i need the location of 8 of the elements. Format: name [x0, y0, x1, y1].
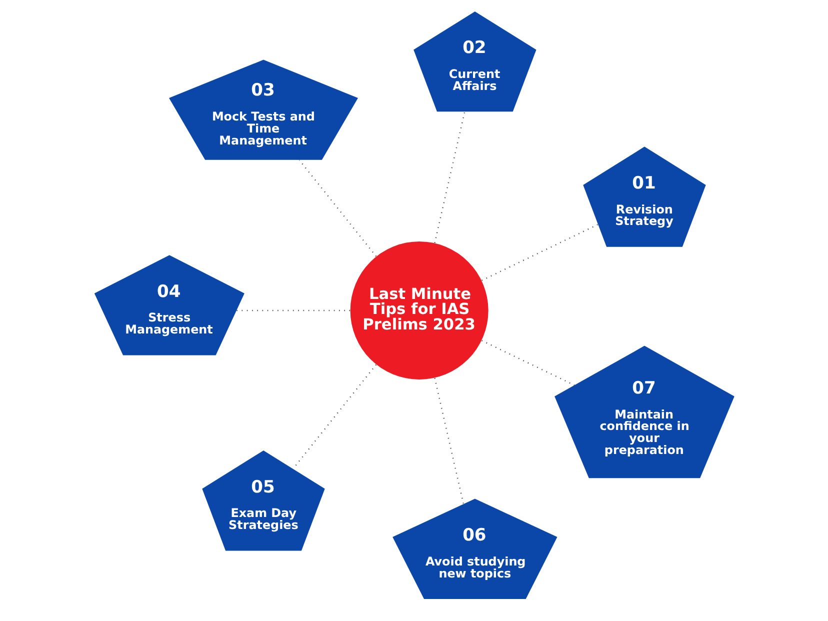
node-circle: Last Minute Tips for IAS Prelims 2023: [350, 241, 488, 380]
connector: [292, 364, 376, 470]
connector: [434, 112, 465, 244]
connector: [480, 224, 598, 282]
connector: [298, 160, 376, 257]
connector: [480, 340, 574, 386]
connector: [236, 310, 350, 312]
connector: [434, 378, 464, 504]
